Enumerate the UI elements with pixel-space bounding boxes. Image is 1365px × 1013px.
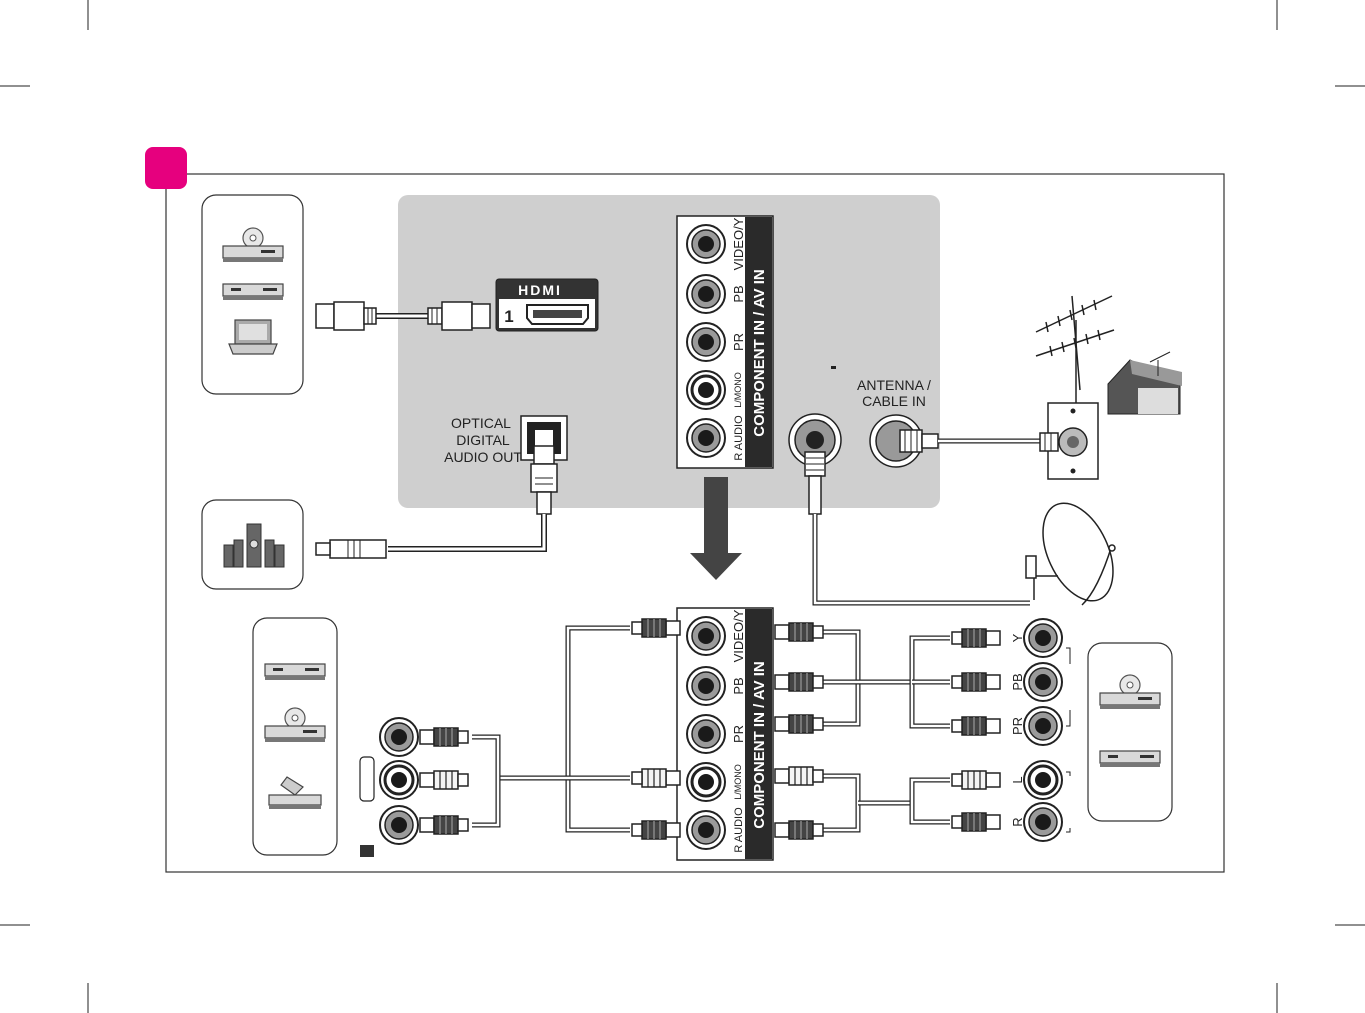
- av-cable: [420, 619, 680, 839]
- home-theater-box: [202, 500, 303, 589]
- video-y-jack: [687, 225, 725, 263]
- antenna-label: ANTENNA / CABLE IN: [857, 377, 931, 409]
- small-mark: [831, 366, 836, 369]
- antenna-label-line2: CABLE IN: [862, 393, 926, 409]
- vcr-icon: [265, 664, 325, 680]
- component-panel-bottom: COMPONENT IN / AV IN VIDEO/Y PB PR L/MON…: [677, 608, 773, 860]
- antenna-label-line1: ANTENNA /: [857, 377, 931, 393]
- label-r-audio: R AUDIO: [733, 415, 745, 461]
- r-audio-jack: [687, 419, 725, 457]
- l-mono-jack: [687, 371, 725, 409]
- optical-label-line2: DIGITAL: [456, 432, 510, 448]
- label-pb-bottom: PB: [731, 677, 746, 694]
- label-video-y-bottom: VIDEO/Y: [731, 609, 746, 662]
- av-source-jacks: [360, 718, 418, 857]
- wall-outlet-icon: [1040, 320, 1098, 479]
- jack-label-y: Y: [1010, 633, 1025, 642]
- component-source-devices: [1088, 643, 1172, 821]
- label-l-mono: L/MONO: [733, 372, 743, 408]
- step-marker: [145, 147, 187, 189]
- component-source-jacks: Y PB PR L R: [1010, 619, 1070, 841]
- label-video-y: VIDEO/Y: [731, 217, 746, 270]
- jack-label-pb: PB: [1010, 673, 1025, 690]
- component-panel-title-bottom: COMPONENT IN / AV IN: [751, 661, 768, 829]
- component-cable: [775, 623, 1000, 735]
- laptop-icon: [229, 320, 277, 354]
- set-top-box-icon: [223, 284, 283, 300]
- hdmi-port-number: 1: [504, 307, 513, 326]
- hdmi-port: HDMI 1: [496, 279, 598, 331]
- label-r-audio-bottom: R AUDIO: [733, 807, 745, 853]
- audio-cable: [775, 767, 1000, 839]
- label-pr: PR: [731, 333, 746, 351]
- antenna-icon: [1036, 296, 1114, 390]
- optical-label-line3: AUDIO OUT: [444, 449, 522, 465]
- label-pr-bottom: PR: [731, 725, 746, 743]
- antenna-coax-port: [870, 415, 1040, 467]
- satellite-dish-icon: [1026, 492, 1127, 612]
- component-panel-top: COMPONENT IN / AV IN VIDEO/Y PB PR L/MON…: [677, 216, 773, 468]
- house-icon: [1108, 352, 1182, 414]
- optical-label-line1: OPTICAL: [451, 415, 511, 431]
- label-pb: PB: [731, 285, 746, 302]
- av-source-devices: [253, 618, 337, 855]
- hdmi-source-devices: [202, 195, 303, 394]
- jack-label-pr: PR: [1010, 717, 1025, 735]
- pr-jack: [687, 323, 725, 361]
- hdmi-logo: HDMI: [518, 282, 562, 298]
- component-panel-title: COMPONENT IN / AV IN: [751, 269, 768, 437]
- label-l-mono-bottom: L/MONO: [733, 764, 743, 800]
- jack-label-r: R: [1010, 817, 1025, 826]
- jack-label-l: L: [1010, 776, 1025, 783]
- pb-jack: [687, 275, 725, 313]
- set-top-box-icon: [1100, 751, 1160, 767]
